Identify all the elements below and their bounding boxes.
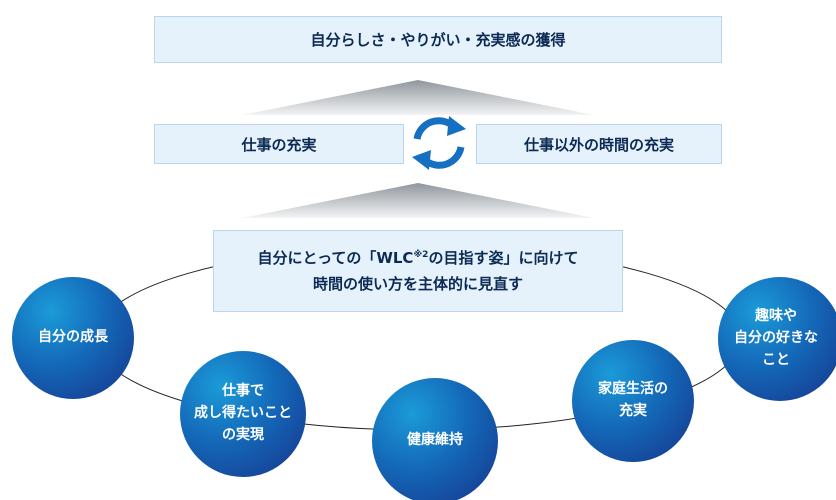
center-message-line2: 時間の使い方を主体的に見直す [312, 275, 523, 293]
center-message-box: 自分にとっての「WLC※2の目指す姿」に向けて 時間の使い方を主体的に見直す [213, 230, 623, 312]
circle-health-label: 健康維持 [407, 432, 463, 449]
center-line1-suffix: の目指す姿」に向けて [428, 248, 579, 267]
center-message-line1: 自分にとっての「WLC※2の目指す姿」に向けて [258, 245, 579, 271]
cycle-arrows-icon [412, 116, 466, 170]
circle-hobbies-label: 趣味や 自分の好きな こと [734, 308, 818, 368]
circle-personal-growth-label: 自分の成長 [38, 329, 108, 346]
circle-hobbies: 趣味や 自分の好きな こと [718, 277, 836, 401]
circle-work-achievement: 仕事で 成し得たいこと の実現 [180, 351, 306, 477]
work-fulfillment-text: 仕事の充実 [241, 135, 317, 154]
circle-work-achievement-label: 仕事で 成し得たいこと の実現 [194, 383, 292, 443]
nonwork-fulfillment-box: 仕事以外の時間の充実 [476, 124, 722, 164]
circle-family-life-label: 家庭生活の 充実 [598, 381, 668, 419]
circle-personal-growth: 自分の成長 [12, 277, 134, 399]
center-line1-prefix: 自分にとっての「WLC [257, 248, 414, 267]
footnote-mark: ※2 [413, 249, 429, 260]
nonwork-fulfillment-text: 仕事以外の時間の充実 [523, 135, 674, 154]
upward-arrow-bottom [242, 183, 594, 218]
top-goal-box: 自分らしさ・やりがい・充実感の獲得 [154, 16, 722, 63]
upward-arrow-top [242, 80, 594, 115]
work-fulfillment-box: 仕事の充実 [154, 124, 404, 164]
circle-health: 健康維持 [372, 378, 498, 500]
circle-family-life: 家庭生活の 充実 [572, 340, 694, 462]
top-goal-text: 自分らしさ・やりがい・充実感の獲得 [310, 31, 566, 49]
